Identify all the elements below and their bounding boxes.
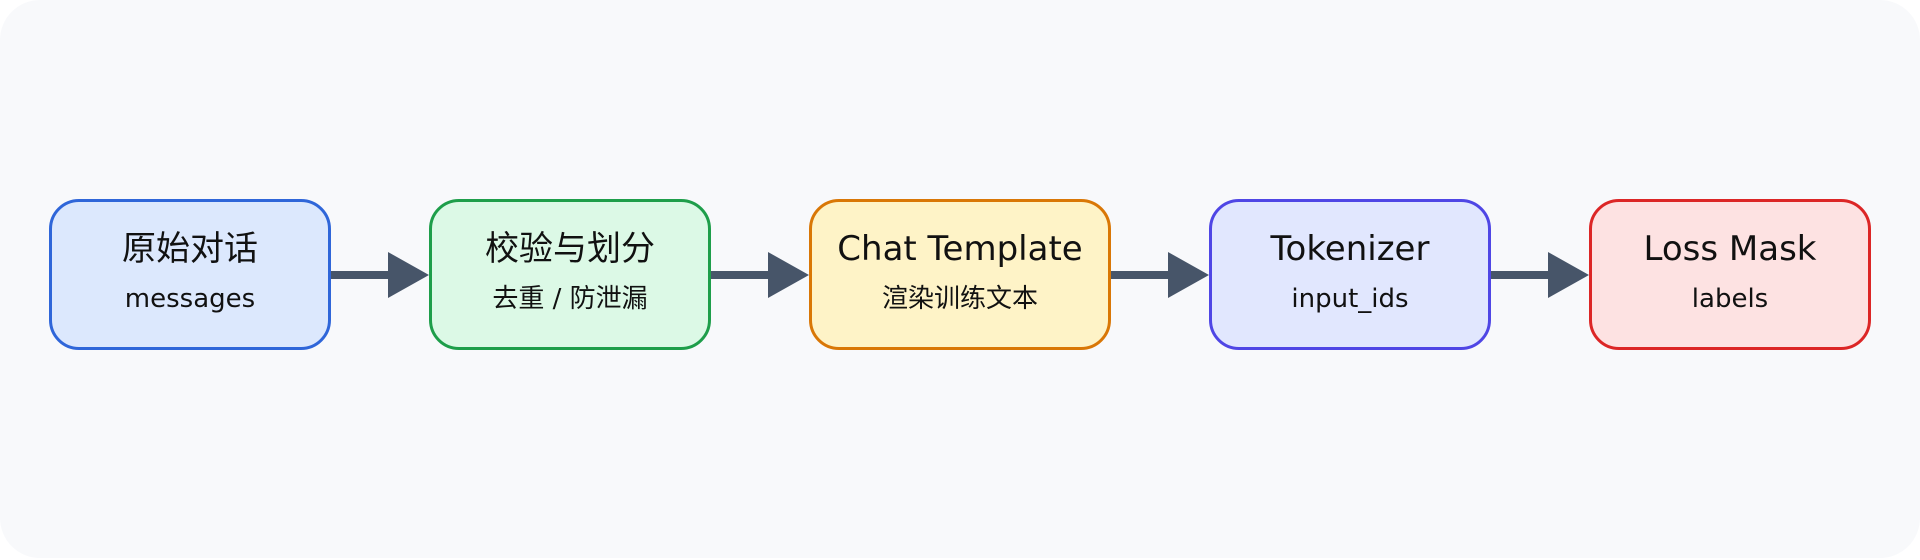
node-raw-dialogue: 原始对话 messages bbox=[49, 199, 331, 350]
flow-arrow bbox=[1491, 250, 1589, 300]
flow-arrow bbox=[331, 250, 429, 300]
node-validate-split: 校验与划分 去重 / 防泄漏 bbox=[429, 199, 711, 350]
node-subtitle: 去重 / 防泄漏 bbox=[492, 283, 648, 314]
flow-arrow bbox=[1111, 250, 1209, 300]
node-title: Loss Mask bbox=[1643, 228, 1817, 269]
node-chat-template: Chat Template 渲染训练文本 bbox=[809, 199, 1111, 350]
node-title: 原始对话 bbox=[122, 228, 258, 269]
flow-arrow bbox=[711, 250, 809, 300]
node-subtitle: messages bbox=[124, 283, 256, 314]
node-loss-mask: Loss Mask labels bbox=[1589, 199, 1871, 350]
node-subtitle: 渲染训练文本 bbox=[881, 283, 1038, 314]
node-subtitle: input_ids bbox=[1291, 283, 1409, 314]
node-title: 校验与划分 bbox=[485, 228, 655, 269]
node-title: Chat Template bbox=[837, 228, 1083, 269]
node-tokenizer: Tokenizer input_ids bbox=[1209, 199, 1491, 350]
node-subtitle: labels bbox=[1691, 283, 1769, 314]
node-title: Tokenizer bbox=[1270, 228, 1430, 269]
